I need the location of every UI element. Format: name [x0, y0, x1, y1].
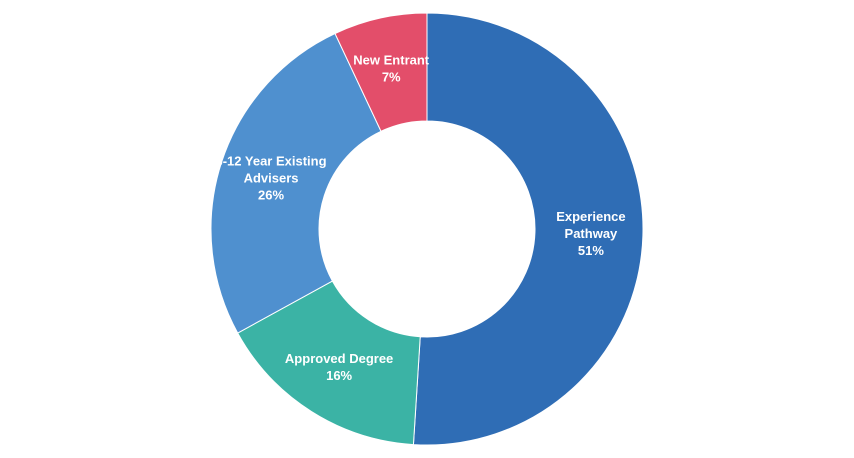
slice-label-line: Pathway [565, 226, 619, 241]
slice-label-line: Experience [556, 209, 625, 224]
slice-label-1: Approved Degree 16% [285, 351, 393, 383]
slice-label-line: 7% [382, 69, 401, 84]
donut-slice-3 [334, 12, 428, 132]
slice-label-line: New Entrant [353, 52, 430, 67]
slice-label-line: Approved Degree [285, 351, 393, 366]
donut-slice-0 [412, 12, 644, 446]
slice-label-line: 26% [258, 187, 284, 202]
donut-slice-2 [210, 32, 382, 334]
slice-label-line: 16% [326, 368, 352, 383]
slice-label-line: 51% [578, 243, 604, 258]
slice-label-line: 6-12 Year Existing [216, 153, 327, 168]
slice-label-line: Advisers [244, 170, 299, 185]
donut-slice-1 [237, 280, 421, 446]
slice-label-3: New Entrant 7% [353, 52, 430, 84]
